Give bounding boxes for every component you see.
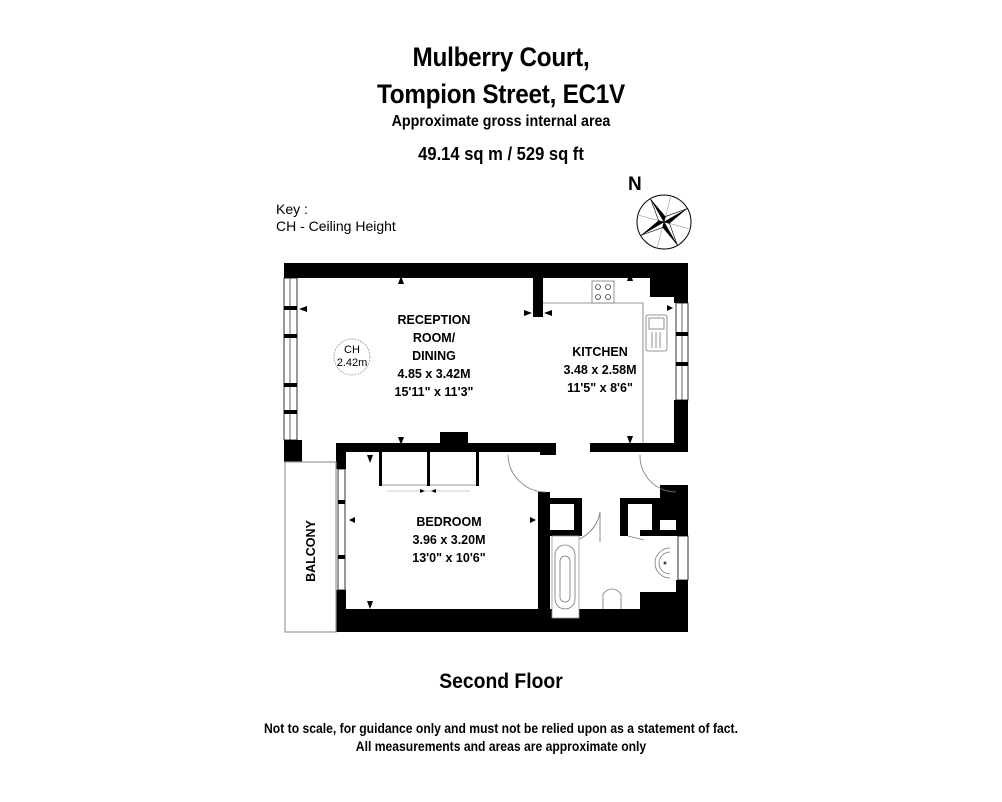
- bedroom-imperial: 13'0" x 10'6": [412, 551, 485, 565]
- exterior-walls: [284, 263, 688, 632]
- ch-label: CH: [344, 344, 360, 356]
- compass-rose-icon: [636, 194, 692, 250]
- room-balcony: BALCONY: [304, 519, 318, 581]
- key-legend: Key : CH - Ceiling Height: [276, 201, 396, 235]
- ch-value: 2.42m: [337, 357, 368, 369]
- toilet-icon: [602, 588, 622, 609]
- bathtub-icon: [551, 535, 580, 619]
- property-title-line1: Mulberry Court,: [412, 42, 590, 72]
- right-windows: [675, 302, 689, 581]
- kitchen-imperial: 11'5" x 8'6": [567, 381, 633, 395]
- bedroom-name: BEDROOM: [416, 515, 481, 529]
- balcony: [284, 461, 337, 633]
- gross-area-value: 49.14 sq m / 529 sq ft: [418, 144, 584, 164]
- key-entry-ceiling-height: CH - Ceiling Height: [276, 218, 396, 234]
- doors: [301, 454, 677, 543]
- basin-icon: [654, 547, 671, 579]
- balcony-name: BALCONY: [304, 519, 318, 581]
- room-kitchen: KITCHEN 3.48 x 2.58M 11'5" x 8'6": [564, 345, 637, 395]
- bedroom-metric: 3.96 x 3.20M: [413, 533, 486, 547]
- left-windows: [283, 277, 346, 591]
- compass: N: [626, 174, 696, 250]
- reception-name-line1: RECEPTION: [398, 313, 471, 327]
- kitchen-metric: 3.48 x 2.58M: [564, 363, 637, 377]
- wardrobe: [379, 452, 479, 493]
- room-reception: RECEPTION ROOM/ DINING 4.85 x 3.42M 15'1…: [395, 313, 474, 399]
- disclaimer-line1: Not to scale, for guidance only and must…: [264, 721, 738, 736]
- hob-icon: [591, 280, 615, 304]
- kitchen-counter: [543, 302, 644, 443]
- key-heading: Key :: [276, 201, 308, 217]
- disclaimer-line2: All measurements and areas are approxima…: [355, 739, 647, 754]
- floor-label: Second Floor: [439, 670, 563, 693]
- reception-metric: 4.85 x 3.42M: [398, 367, 471, 381]
- room-bedroom: BEDROOM 3.96 x 3.20M 13'0" x 10'6": [412, 515, 485, 565]
- kitchen-sink-icon: [645, 314, 668, 352]
- reception-imperial: 15'11" x 11'3": [395, 385, 474, 399]
- kitchen-name: KITCHEN: [572, 345, 628, 359]
- reception-name-line2: ROOM/: [413, 331, 456, 345]
- dimension-markers: [299, 272, 673, 609]
- property-title-line2: Tompion Street, EC1V: [376, 79, 625, 109]
- ceiling-height-marker: CH 2.42m: [333, 338, 371, 376]
- reception-name-line3: DINING: [412, 349, 456, 363]
- north-label: N: [628, 174, 642, 195]
- area-subtitle: Approximate gross internal area: [391, 113, 611, 130]
